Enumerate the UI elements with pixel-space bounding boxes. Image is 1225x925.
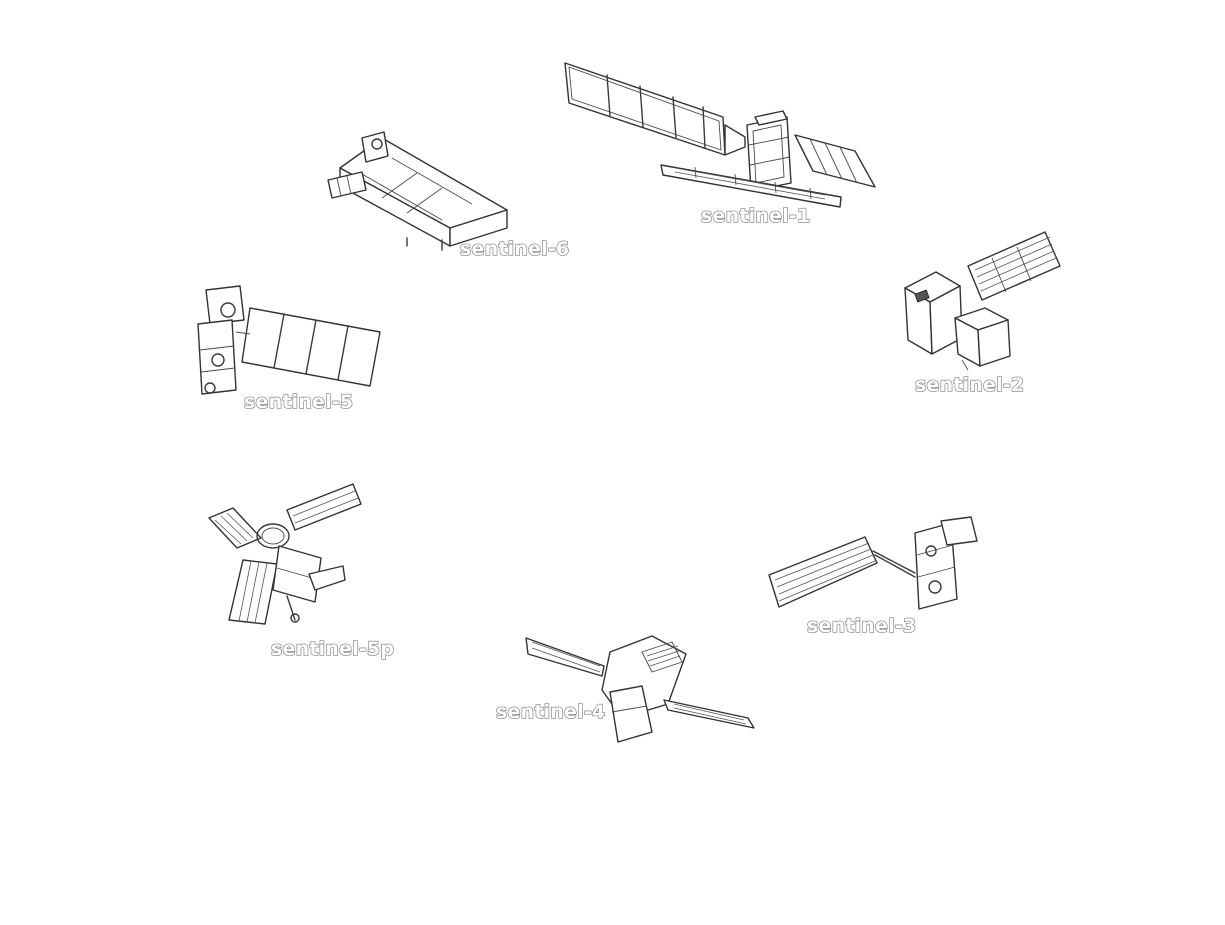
sentinel-3-label: sentinel-3 <box>806 615 917 637</box>
sentinel-5p-label: sentinel-5p <box>270 638 395 660</box>
sentinel-1-satellite-drawing <box>564 62 876 208</box>
sentinel-6-group: sentinel-6 <box>322 128 572 268</box>
sentinel-5-satellite-drawing <box>197 285 381 395</box>
sentinel-4-label: sentinel-4 <box>495 701 606 723</box>
sentinel-3-satellite-drawing <box>768 516 978 610</box>
sentinel-2-group: sentinel-2 <box>900 228 1070 403</box>
sentinel-5p-group: sentinel-5p <box>205 480 395 665</box>
sentinel-1-group: sentinel-1 <box>555 55 885 235</box>
sentinel-4-group: sentinel-4 <box>492 632 762 750</box>
sentinel-2-satellite-drawing <box>904 231 1061 371</box>
sentinel-4-satellite-drawing <box>525 635 755 743</box>
sentinel-1-label: sentinel-1 <box>700 205 811 227</box>
sentinel-6-satellite-drawing <box>327 131 508 251</box>
sentinel-5p-satellite-drawing <box>208 483 362 625</box>
sentinel-3-group: sentinel-3 <box>765 515 990 645</box>
sentinel-6-label: sentinel-6 <box>459 238 570 260</box>
sentinel-2-label: sentinel-2 <box>914 374 1025 396</box>
sentinel-5-label: sentinel-5 <box>243 391 354 413</box>
sentinel-5-group: sentinel-5 <box>188 280 388 415</box>
